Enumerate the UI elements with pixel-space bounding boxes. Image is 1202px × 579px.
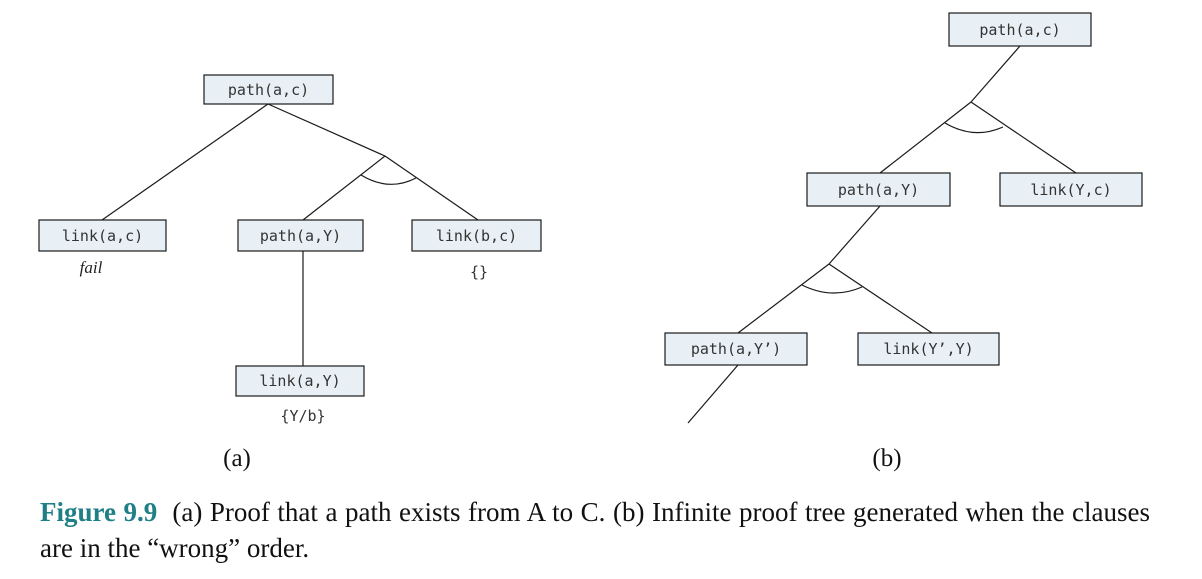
and-arc-b-bottom (801, 284, 863, 294)
edge-b-junction-to-path-aY (879, 101, 972, 174)
node-b-link-Yc: link(Y,c) (999, 172, 1143, 207)
edge-b-root-to-junction (970, 45, 1021, 103)
node-a-link-aY-label: link(a,Y) (259, 372, 340, 390)
and-arc-a (360, 174, 417, 185)
node-b-path-aY-label: path(a,Y) (838, 181, 919, 199)
edge-b-path-aY-to-junction (828, 205, 881, 265)
caption-text: (a) Proof that a path exists from A to C… (40, 497, 1150, 563)
panel-b-label: (b) (872, 445, 901, 472)
node-b-path-aY: path(a,Y) (806, 172, 951, 207)
node-a-link-bc-label: link(b,c) (436, 227, 517, 245)
node-b-root: path(a,c) (948, 12, 1092, 47)
edge-b-junction-to-link-YpY (828, 263, 933, 334)
node-b-link-YpY: link(Y’,Y) (857, 332, 1000, 366)
node-a-link-ac: link(a,c) (38, 219, 167, 252)
edge-a-root-to-link-ac (101, 103, 269, 221)
node-b-link-Yc-label: link(Y,c) (1030, 181, 1111, 199)
node-a-link-bc: link(b,c) (411, 219, 542, 252)
node-b-path-aYp-label: path(a,Y’) (691, 340, 781, 358)
figure-label: Figure 9.9 (40, 497, 158, 527)
and-arc-b-top (944, 122, 1004, 134)
panel-b: path(a,c) path(a,Y) link(Y,c) path(a,Y’)… (664, 12, 1143, 472)
edge-b-junction-to-link-Yc (970, 101, 1077, 174)
node-b-root-label: path(a,c) (979, 21, 1060, 39)
edge-b-path-aYp-continues (687, 364, 739, 424)
panel-a-label: (a) (223, 445, 251, 472)
edge-a-junction-to-link-bc (384, 155, 479, 221)
edge-a-junction-to-path-aY (302, 155, 386, 221)
note-substitution-Y-b: {Y/b} (280, 407, 325, 425)
edge-b-junction-to-path-aYp (737, 263, 830, 334)
edge-a-root-to-and-junction (267, 103, 386, 157)
node-a-path-aY: path(a,Y) (237, 219, 364, 252)
node-b-path-aYp: path(a,Y’) (664, 332, 808, 366)
note-empty-substitution: {} (470, 263, 488, 281)
node-a-root-label: path(a,c) (228, 81, 309, 99)
note-fail: fail (80, 258, 103, 277)
node-a-path-aY-label: path(a,Y) (260, 227, 341, 245)
node-a-link-ac-label: link(a,c) (62, 227, 143, 245)
node-b-link-YpY-label: link(Y’,Y) (883, 340, 973, 358)
figure-caption: Figure 9.9 (a) Proof that a path exists … (40, 494, 1150, 566)
panel-a: path(a,c) link(a,c) path(a,Y) link(b,c) … (38, 74, 542, 472)
node-a-link-aY: link(a,Y) (235, 365, 365, 397)
node-a-root: path(a,c) (203, 74, 334, 105)
